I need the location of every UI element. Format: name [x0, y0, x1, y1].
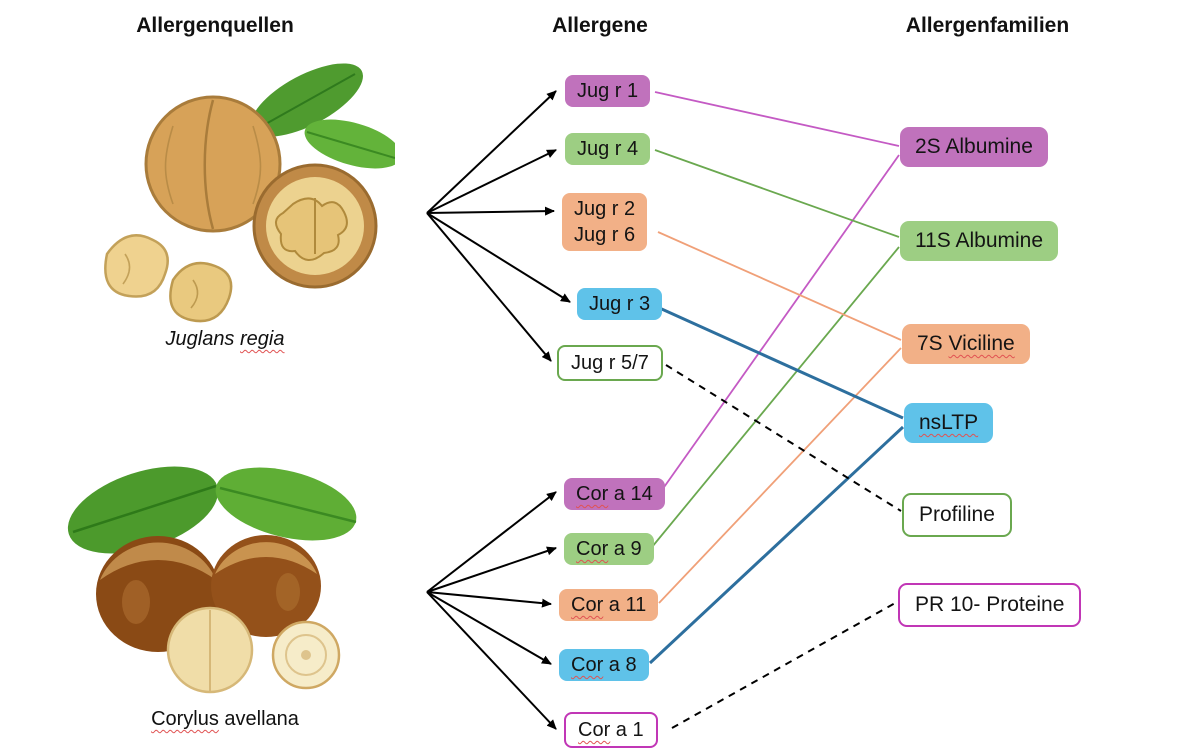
allergen-label: a 1	[610, 719, 644, 741]
connector-cora14-2salbumine	[661, 154, 900, 491]
walnut-kernels	[104, 234, 233, 323]
family-label: 7S	[917, 332, 949, 355]
connector-cora9-11salbumine	[651, 246, 900, 548]
arrow-hazelnut-cora14	[426, 491, 557, 593]
family-box-11s-albumine: 11S Albumine	[900, 221, 1059, 261]
allergen-box-jug-r-4: Jug r 4	[565, 133, 651, 165]
arrow-walnut-jugr4	[426, 149, 557, 214]
hazelnut-leaves	[67, 466, 357, 554]
allergen-box-cor-a-9: Cor a 9	[564, 533, 654, 565]
caption-text-squiggled: Corylus	[151, 708, 219, 730]
allergen-box-cor-a-14: Cor a 14	[564, 478, 665, 510]
arrow-walnut-jugr2-6	[426, 206, 555, 216]
allergen-label: a 14	[608, 483, 653, 505]
family-label-squiggled: Viciline	[948, 332, 1015, 355]
allergen-label: a 9	[608, 538, 642, 560]
connector-jugr5-7-profiline	[665, 364, 902, 512]
arrow-hazelnut-cora11	[426, 591, 552, 608]
hazelnut-kernels	[166, 606, 341, 694]
family-label: PR 10- Proteine	[915, 593, 1065, 616]
connector-jugr1-2salbumine	[654, 91, 900, 147]
allergen-label: Jug r 2	[574, 198, 636, 220]
hazelnut-image	[67, 466, 357, 694]
arrow-hazelnut-cora9	[426, 546, 557, 593]
allergen-label-squiggled: Cor	[578, 719, 611, 741]
allergen-label: Jug r 3	[589, 293, 651, 315]
arrow-walnut-jugr1	[426, 90, 557, 214]
family-box-2s-albumine: 2S Albumine	[900, 127, 1048, 167]
walnut-leaves	[251, 63, 395, 169]
caption-text: avellana	[218, 708, 299, 730]
allergen-label: Jug r 5/7	[571, 352, 649, 374]
family-box-pr-10-proteine: PR 10- Proteine	[898, 583, 1082, 627]
allergen-box-cor-a-8: Cor a 8	[559, 649, 649, 681]
allergen-label-squiggled: Cor	[571, 594, 604, 616]
walnut-arrow-fan	[426, 90, 571, 362]
arrow-hazelnut-cora8	[426, 591, 552, 665]
family-box-7s-viciline: 7S Viciline	[902, 324, 1030, 364]
allergen-box-jug-r-3: Jug r 3	[577, 288, 663, 320]
header-allergen-sources: Allergenquellen	[136, 14, 294, 37]
allergen-label-line1: Jug r 2	[574, 196, 635, 222]
allergen-label-line2: Jug r 6	[574, 224, 636, 246]
allergen-box-cor-a-1: Cor a 1	[564, 712, 658, 748]
allergen-label: Jug r 4	[577, 138, 639, 160]
allergen-box-jug-r-1: Jug r 1	[565, 75, 651, 107]
family-label-squiggled: nsLTP	[919, 411, 979, 434]
arrow-walnut-jugr5-7	[426, 212, 552, 362]
walnut-image	[104, 63, 395, 323]
connector-cora8-nsltp	[648, 425, 905, 665]
family-label: Profiline	[919, 503, 995, 526]
allergen-box-jug-r-2-jug-r-6: Jug r 2 Jug r 6	[562, 193, 648, 251]
connector-jugr3-nsltp	[654, 304, 904, 420]
connector-jugr2-6-7sviciline	[657, 231, 902, 341]
allergen-label-squiggled: Cor	[576, 483, 609, 505]
connector-jugr4-11salbumine	[654, 149, 900, 238]
caption-corylus-avellana: Corylus avellana	[80, 708, 370, 731]
header-allergens: Allergene	[552, 14, 648, 37]
family-label: 2S Albumine	[915, 135, 1033, 158]
caption-text-squiggled: regia	[240, 328, 285, 350]
family-label: 11S Albumine	[915, 229, 1044, 252]
family-connectors	[648, 91, 905, 729]
family-box-nsltp: nsLTP	[904, 403, 994, 443]
connector-cora1-pr10proteine	[671, 601, 898, 729]
hazelnut-arrow-fan	[426, 491, 557, 730]
arrow-walnut-jugr3	[426, 212, 571, 303]
allergen-label-squiggled: Cor	[576, 538, 609, 560]
allergen-box-cor-a-11: Cor a 11	[559, 589, 659, 621]
walnut-whole	[144, 95, 282, 233]
allergen-label: a 11	[603, 594, 647, 616]
allergen-box-jug-r-5-7: Jug r 5/7	[557, 345, 663, 381]
caption-juglans-regia: Juglans regia	[80, 328, 370, 351]
allergen-label: Jug r 1	[577, 80, 639, 102]
caption-text: Juglans	[165, 328, 240, 350]
allergen-label-squiggled: Cor	[571, 654, 604, 676]
header-allergen-families: Allergenfamilien	[905, 14, 1070, 37]
family-box-profiline: Profiline	[902, 493, 1012, 537]
allergen-label: a 8	[603, 654, 637, 676]
hazelnut-nut-right	[211, 535, 321, 637]
connector-cora11-7sviciline	[658, 347, 902, 604]
walnut-half-shell	[252, 163, 378, 289]
arrow-hazelnut-cora1	[426, 591, 557, 730]
